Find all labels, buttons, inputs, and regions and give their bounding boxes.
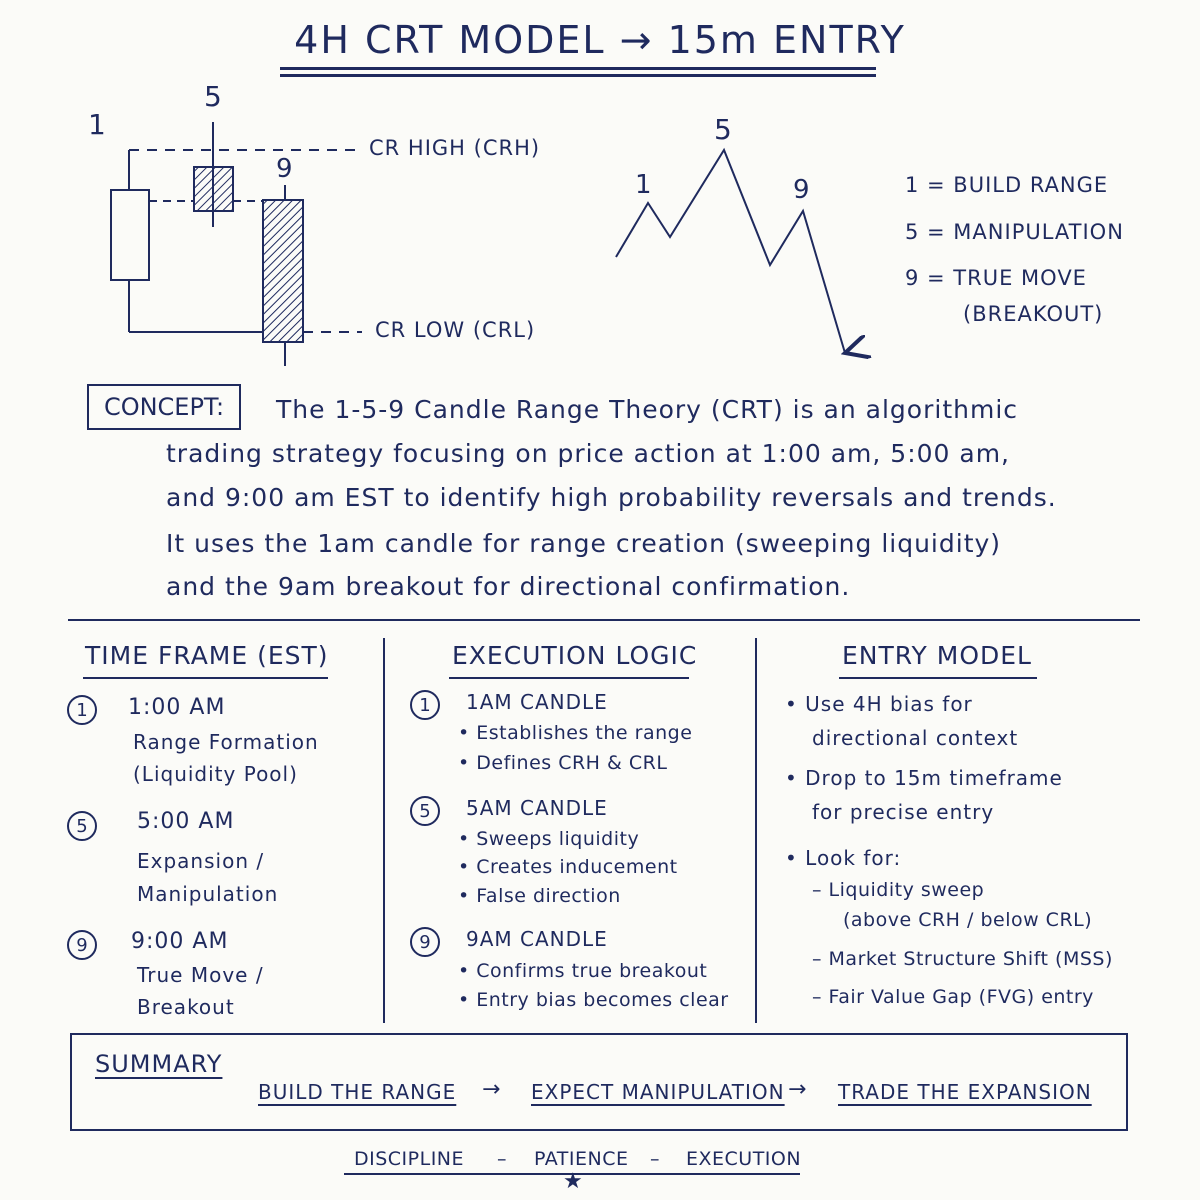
em-bullet-3: • Look for: [785, 846, 902, 870]
el-bullet-1a: • Establishes the range [458, 722, 693, 744]
crt-diagrams [110, 122, 1200, 366]
concept-line-2: trading strategy focusing on price actio… [166, 439, 1010, 468]
tf-circle-9: 9 [67, 930, 97, 960]
el-bullet-9a: • Confirms true breakout [458, 960, 708, 982]
tf-time-1: 1:00 AM [128, 695, 226, 720]
el-circle-9: 9 [410, 927, 440, 957]
em-sub-1: – Liquidity sweep [812, 879, 985, 901]
footer-word-2: PATIENCE [534, 1148, 629, 1170]
el-title-1: 1AM CANDLE [466, 690, 608, 714]
concept-line-5: and the 9am breakout for directional con… [166, 572, 851, 601]
concept-line-3: and 9:00 am EST to identify high probabi… [166, 483, 1057, 512]
footer-rule [344, 1173, 800, 1175]
concept-label: CONCEPT: [87, 384, 241, 430]
tf-desc-9a: True Move / [137, 963, 264, 987]
title-underline [280, 67, 876, 70]
tf-circle-1: 1 [67, 695, 97, 725]
candle-1-body [110, 189, 150, 281]
entry-model-heading: ENTRY MODEL [842, 641, 1032, 670]
legend-item-1: 1 = BUILD RANGE [905, 173, 1109, 197]
concept-line-4: It uses the 1am candle for range creatio… [166, 529, 1002, 558]
crh-label: CR HIGH (CRH) [369, 136, 541, 160]
tf-time-5: 5:00 AM [137, 809, 235, 834]
zigzag-label-9: 9 [793, 175, 811, 205]
el-title-5: 5AM CANDLE [466, 796, 608, 820]
candle-label-5: 5 [204, 80, 223, 113]
tf-time-9: 9:00 AM [131, 929, 229, 954]
summary-step-1: BUILD THE RANGE [258, 1080, 457, 1104]
legend-item-5: 5 = MANIPULATION [905, 220, 1124, 244]
em-bullet-1a: • Use 4H bias for [785, 692, 973, 716]
em-bullet-1b: directional context [812, 726, 1019, 750]
footer-sep-2: – [650, 1148, 660, 1170]
crl-label: CR LOW (CRL) [375, 318, 536, 342]
candle-label-1: 1 [88, 108, 107, 141]
candle-9-body [262, 199, 304, 343]
zigzag-label-1: 1 [635, 170, 653, 200]
el-bullet-1b: • Defines CRH & CRL [458, 752, 668, 774]
legend-item-9: 9 = TRUE MOVE [905, 266, 1087, 290]
el-circle-1: 1 [410, 690, 440, 720]
el-title-9: 9AM CANDLE [466, 927, 608, 951]
time-frame-heading-rule [83, 677, 328, 679]
title-underline-2 [280, 74, 876, 77]
summary-step-3: TRADE THE EXPANSION [838, 1080, 1092, 1104]
footer-word-3: EXECUTION [686, 1148, 802, 1170]
tf-desc-1b: (Liquidity Pool) [133, 762, 298, 786]
column-divider-2 [755, 638, 757, 1023]
footer-word-1: DISCIPLINE [354, 1148, 465, 1170]
el-bullet-5c: • False direction [458, 885, 621, 907]
summary-arrow-1: → [482, 1077, 502, 1102]
el-bullet-5b: • Creates inducement [458, 856, 678, 878]
footer-sep-1: – [497, 1148, 507, 1170]
el-bullet-5a: • Sweeps liquidity [458, 828, 640, 850]
em-sub-2: – Market Structure Shift (MSS) [812, 948, 1113, 970]
zigzag-path [615, 147, 845, 353]
em-bullet-2b: for precise entry [812, 800, 995, 824]
concept-line-1: The 1-5-9 Candle Range Theory (CRT) is a… [276, 395, 1019, 424]
summary-arrow-2: → [788, 1077, 808, 1102]
tf-desc-5a: Expansion / [137, 849, 265, 873]
em-sub-3: – Fair Value Gap (FVG) entry [812, 986, 1094, 1008]
section-divider [68, 619, 1140, 621]
tf-desc-9b: Breakout [137, 995, 235, 1019]
summary-box [70, 1033, 1128, 1131]
el-bullet-9b: • Entry bias becomes clear [458, 989, 729, 1011]
tf-circle-5: 5 [67, 811, 97, 841]
page-title: 4H CRT MODEL → 15m ENTRY [294, 18, 906, 62]
summary-label: SUMMARY [95, 1050, 223, 1078]
em-bullet-2a: • Drop to 15m timeframe [785, 766, 1063, 790]
summary-step-2: EXPECT MANIPULATION [531, 1080, 785, 1104]
star-icon: ★ [563, 1169, 583, 1194]
candle-5-body [193, 166, 234, 212]
tf-desc-1a: Range Formation [133, 730, 319, 754]
legend-item-9-sub: (BREAKOUT) [963, 302, 1104, 326]
candle-label-9: 9 [276, 154, 294, 184]
entry-model-heading-rule [839, 677, 1037, 679]
tf-desc-5b: Manipulation [137, 882, 279, 906]
column-divider-1 [383, 638, 385, 1023]
execution-logic-heading: EXECUTION LOGIC [452, 641, 698, 670]
zigzag-label-5: 5 [714, 113, 733, 146]
time-frame-heading: TIME FRAME (EST) [85, 641, 329, 670]
em-sub-1b: (above CRH / below CRL) [843, 909, 1093, 931]
el-circle-5: 5 [410, 796, 440, 826]
execution-logic-heading-rule [449, 677, 689, 679]
